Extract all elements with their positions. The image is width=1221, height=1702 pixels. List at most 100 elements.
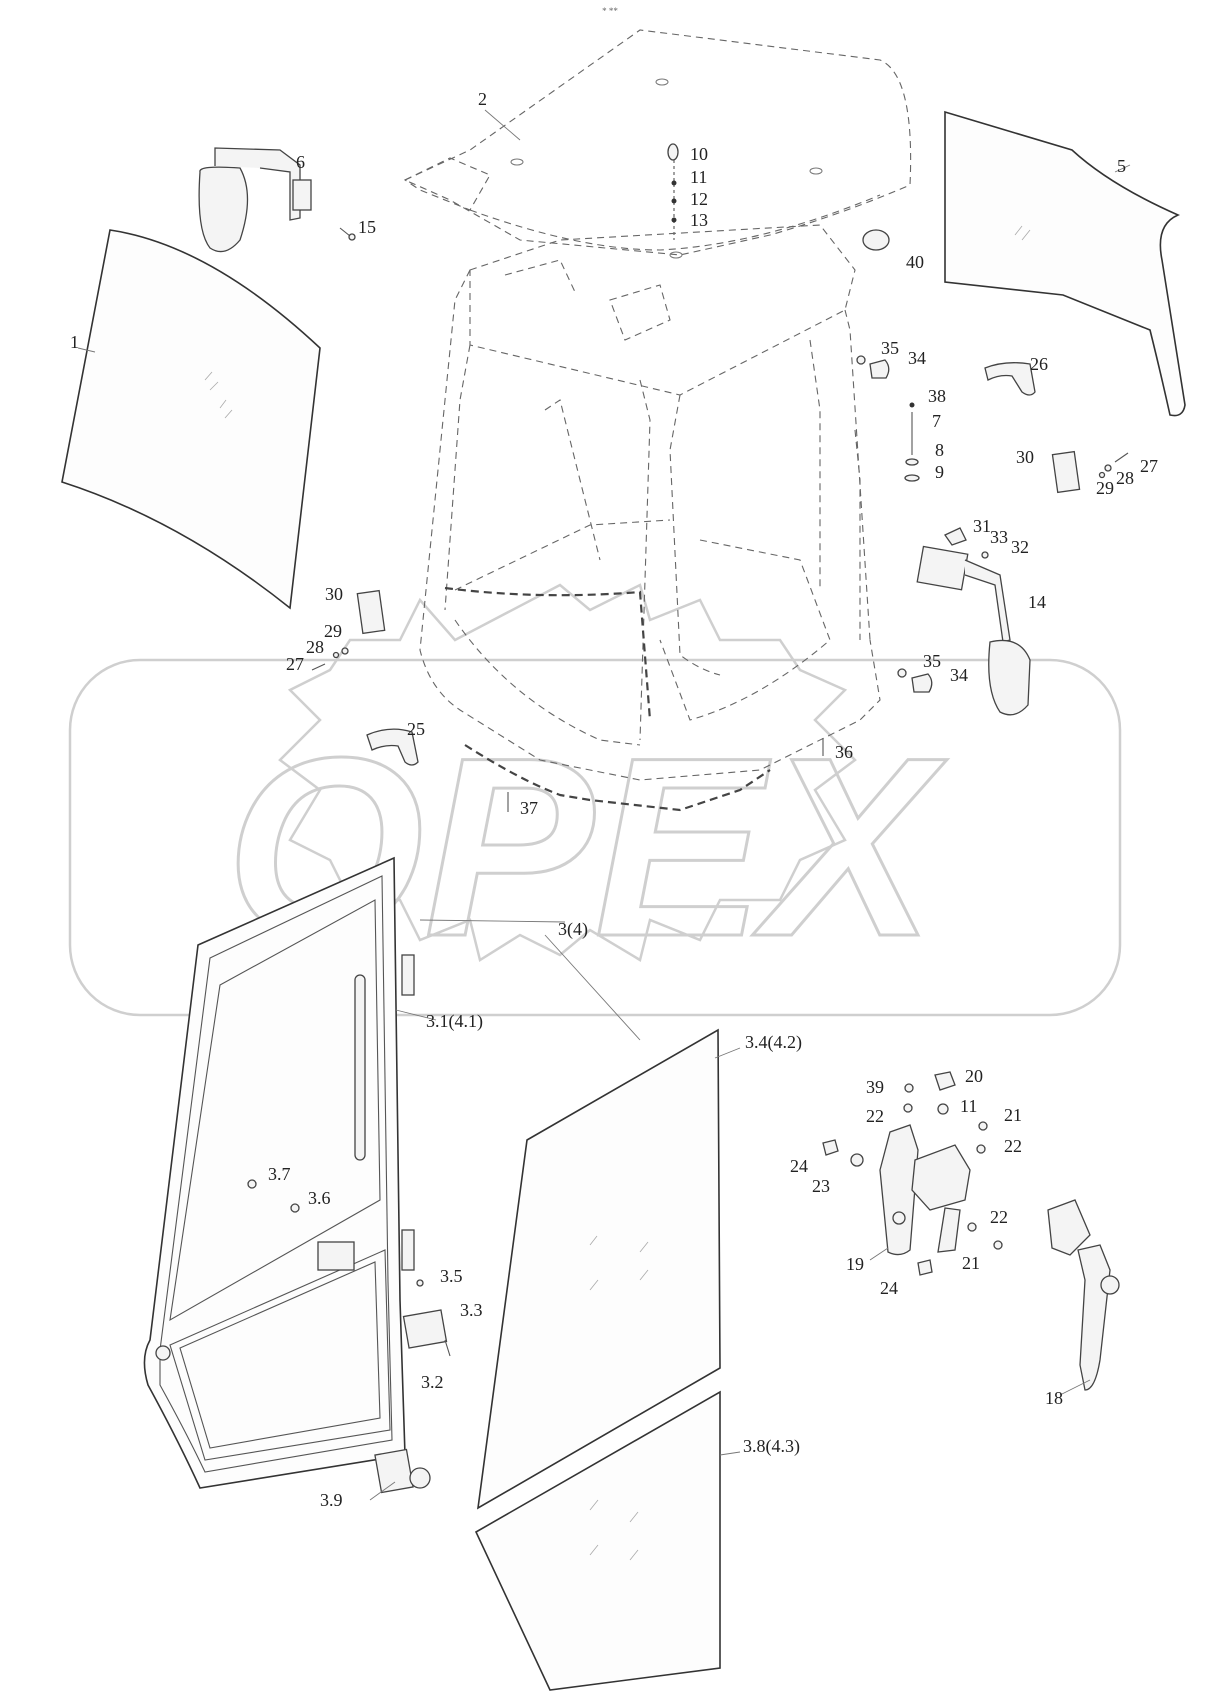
leader-lines	[77, 109, 1131, 1501]
door-upper-glass	[476, 1028, 721, 1510]
callout-3-6: 3.6	[308, 1188, 331, 1208]
plate-3.3	[402, 1309, 448, 1349]
callout-23: 23	[812, 1176, 830, 1196]
screw-27-right	[1114, 452, 1129, 463]
washer-28-right	[1104, 464, 1112, 472]
callout-30-right: 30	[1016, 447, 1034, 467]
washer-29-left	[341, 647, 349, 655]
header-marker: * **	[602, 6, 618, 16]
screw-3.2	[444, 1339, 451, 1357]
callout-12: 12	[690, 189, 708, 209]
screw-27-left	[311, 663, 326, 671]
knob-34-a	[869, 359, 890, 379]
callout-25: 25	[407, 719, 425, 739]
callout-3-9: 3.9	[320, 1490, 343, 1510]
callout-19: 19	[846, 1254, 864, 1274]
callout-7: 7	[932, 411, 941, 431]
nut-24-b	[917, 1259, 933, 1276]
callout-21-bottom: 21	[962, 1253, 980, 1273]
callout-3-2: 3.2	[421, 1372, 444, 1392]
callout-3-8: 3.8(4.3)	[743, 1436, 800, 1457]
lower-glass-reflection	[589, 1499, 639, 1561]
screw-3.5	[416, 1279, 424, 1287]
plate-30-left	[356, 589, 386, 635]
bolt-39	[904, 1083, 914, 1093]
washer-11	[937, 1103, 949, 1115]
callout-22-right: 22	[1004, 1136, 1022, 1156]
callout-3-3: 3.3	[460, 1300, 483, 1320]
callout-37: 37	[520, 798, 538, 818]
callout-27-left: 27	[286, 654, 304, 674]
callout-33: 33	[990, 527, 1008, 547]
callout-35-top: 35	[881, 338, 899, 358]
callout-9: 9	[935, 462, 944, 482]
cab-bottom-edge	[464, 744, 771, 812]
callout-14: 14	[1028, 592, 1046, 612]
callout-39: 39	[866, 1077, 884, 1097]
left-mirror	[198, 147, 312, 253]
callout-40: 40	[906, 252, 924, 272]
callout-31: 31	[973, 516, 991, 536]
callout-3-7: 3.7	[268, 1164, 291, 1184]
eyebolt-10	[667, 143, 679, 240]
callout-15: 15	[358, 217, 376, 237]
upper-glass-reflection	[589, 1235, 649, 1291]
handrail-25	[366, 728, 419, 766]
callout-8: 8	[935, 440, 944, 460]
door-hinge-upper	[401, 954, 415, 996]
door-grab-handle	[354, 974, 366, 1161]
door-lower-glass	[474, 1390, 721, 1691]
nut-3.7	[247, 1179, 257, 1189]
screw-15	[339, 227, 356, 241]
callout-34-top: 34	[908, 348, 926, 368]
washer-35-a	[856, 355, 866, 365]
bolt-7	[904, 402, 920, 482]
callout-29-right: 29	[1096, 478, 1114, 498]
callout-32: 32	[1011, 537, 1029, 557]
roof-outline	[403, 29, 912, 256]
callout-38: 38	[928, 386, 946, 406]
nut-20	[934, 1071, 956, 1091]
washer-22-a	[903, 1103, 913, 1113]
callout-22-lower: 22	[990, 1207, 1008, 1227]
door-hinge-lower	[401, 1229, 415, 1271]
rear-glass-reflection	[1014, 225, 1031, 241]
callout-27-right: 27	[1140, 456, 1158, 476]
callout-24-left: 24	[790, 1156, 808, 1176]
callout-22-left: 22	[866, 1106, 884, 1126]
callout-3-1: 3.1(4.1)	[426, 1011, 483, 1032]
washer-22-b	[976, 1144, 986, 1154]
callout-11-lock: 11	[960, 1096, 977, 1116]
callout-3-5: 3.5	[440, 1266, 463, 1286]
callout-11-top: 11	[690, 167, 707, 187]
knob-34-b	[911, 673, 933, 693]
callout-13: 13	[690, 210, 708, 230]
callout-21-top: 21	[1004, 1105, 1022, 1125]
handrail-26	[984, 362, 1036, 396]
washer-28-left	[332, 651, 340, 659]
bolt-21-a	[978, 1121, 988, 1131]
nut-24-a	[822, 1139, 839, 1156]
door-lock-button	[155, 1345, 171, 1361]
roof-visor	[403, 157, 491, 211]
beacon-40	[862, 229, 890, 251]
washer-22-c	[967, 1222, 977, 1232]
callout-10: 10	[690, 144, 708, 164]
roof-lower-edge	[469, 194, 881, 251]
callout-29-left: 29	[324, 621, 342, 641]
washer-23	[850, 1153, 864, 1167]
callout-2: 2	[478, 89, 487, 109]
callout-35-bottom: 35	[923, 651, 941, 671]
callout-28-right: 28	[1116, 468, 1134, 488]
callout-30-left: 30	[325, 584, 343, 604]
callout-18: 18	[1045, 1388, 1063, 1408]
door-lock-body	[317, 1241, 355, 1271]
latch-3.9	[374, 1448, 431, 1494]
callout-labels: 1 2 3(4) 3.1(4.1) 3.2 3.3 3.4(4.2) 3.5 3…	[70, 89, 1158, 1510]
callout-3: 3(4)	[558, 919, 588, 940]
washer-3.6	[290, 1203, 300, 1213]
door-handle-18	[1047, 1199, 1120, 1391]
plate-30-right	[1051, 450, 1081, 494]
callout-36: 36	[835, 742, 853, 762]
